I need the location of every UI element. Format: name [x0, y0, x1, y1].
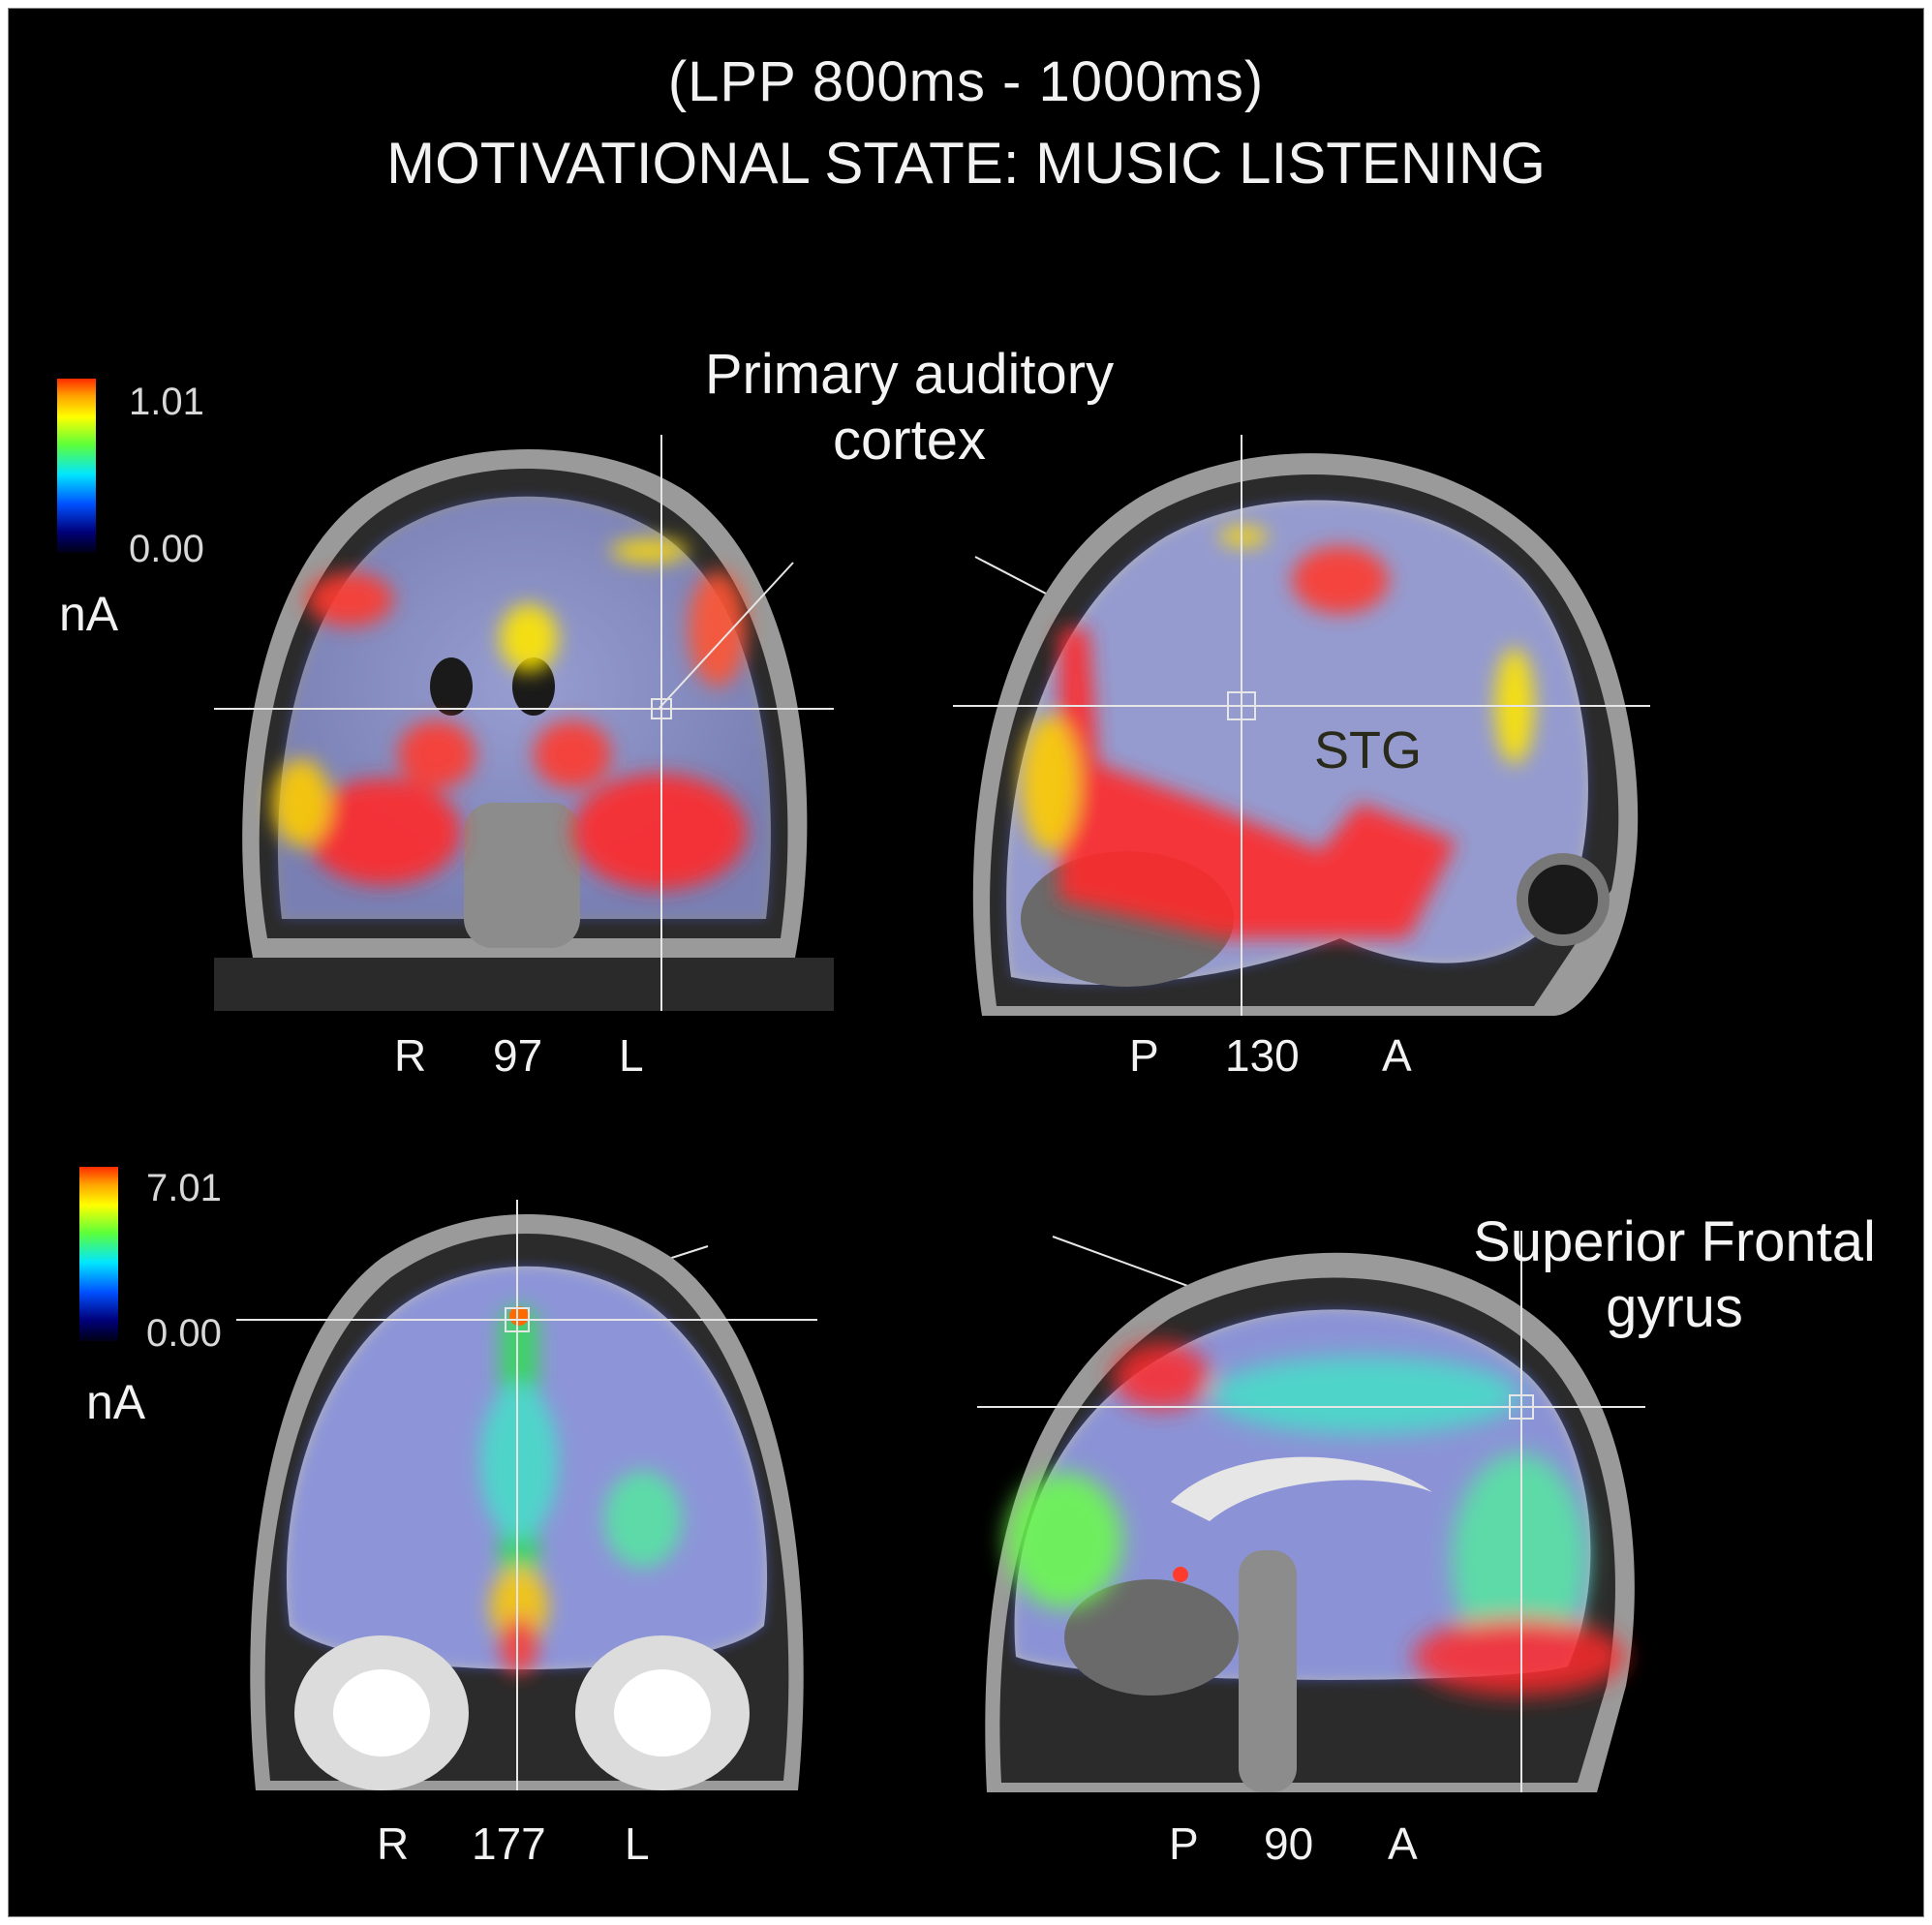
colorbar-top-min: 0.00	[129, 528, 204, 570]
panel-coronal-top	[214, 435, 834, 1011]
annotation-primary-auditory-line2: cortex	[833, 409, 986, 472]
axis-label-top-left-right: L	[619, 1030, 644, 1081]
axis-label-bottom-right-left: P	[1169, 1818, 1199, 1869]
colorbar-bottom-unit: nA	[86, 1375, 146, 1429]
annotation-stg: STG	[1314, 721, 1423, 779]
crosshair-cursor	[651, 698, 672, 719]
sagittal-brain-image-bottom	[977, 1231, 1645, 1792]
figure-title-condition: MOTIVATIONAL STATE: MUSIC LISTENING	[386, 131, 1546, 196]
axis-label-top-right-slice: 130	[1225, 1030, 1300, 1081]
figure-title-time-window: (LPP 800ms - 1000ms)	[667, 50, 1265, 113]
annotation-primary-auditory-line1: Primary auditory	[704, 343, 1115, 406]
crosshair-cursor	[505, 1307, 530, 1332]
colorbar-top-max: 1.01	[129, 381, 204, 423]
colorbar-bottom-min: 0.00	[146, 1312, 222, 1355]
coronal-brain-image-top	[214, 435, 834, 1011]
axis-label-top-right-left: P	[1129, 1030, 1159, 1081]
colorbar-bottom	[79, 1167, 118, 1341]
colorbar-bottom-max: 7.01	[146, 1167, 222, 1209]
panel-coronal-bottom	[236, 1200, 817, 1790]
figure-frame: (LPP 800ms - 1000ms) MOTIVATIONAL STATE:…	[8, 8, 1924, 1917]
coronal-brain-image-bottom	[236, 1200, 817, 1790]
sagittal-brain-image-top	[953, 435, 1650, 1016]
colorbar-top	[57, 379, 96, 553]
colorbar-top-unit: nA	[59, 587, 119, 641]
axis-label-bottom-left-left: R	[377, 1818, 410, 1869]
axis-label-bottom-left-right: L	[625, 1818, 650, 1869]
axis-label-bottom-right-slice: 90	[1264, 1818, 1314, 1869]
panel-sagittal-top	[953, 435, 1650, 1016]
panel-sagittal-bottom	[977, 1231, 1645, 1792]
axis-label-bottom-right-right: A	[1388, 1818, 1418, 1869]
crosshair-cursor	[1509, 1394, 1534, 1420]
axis-label-top-left-slice: 97	[493, 1030, 543, 1081]
axis-label-bottom-left-slice: 177	[472, 1818, 546, 1869]
annotation-sfg-line1: Superior Frontal	[1473, 1210, 1876, 1273]
axis-label-top-right-right: A	[1382, 1030, 1412, 1081]
crosshair-cursor	[1227, 691, 1256, 720]
annotation-sfg-line2: gyrus	[1606, 1276, 1743, 1339]
axis-label-top-left-left: R	[394, 1030, 427, 1081]
annotation-primary-auditory-cortex: Primary auditory cortex	[677, 342, 1142, 474]
annotation-superior-frontal-gyrus: Superior Frontal gyrus	[1432, 1209, 1917, 1341]
